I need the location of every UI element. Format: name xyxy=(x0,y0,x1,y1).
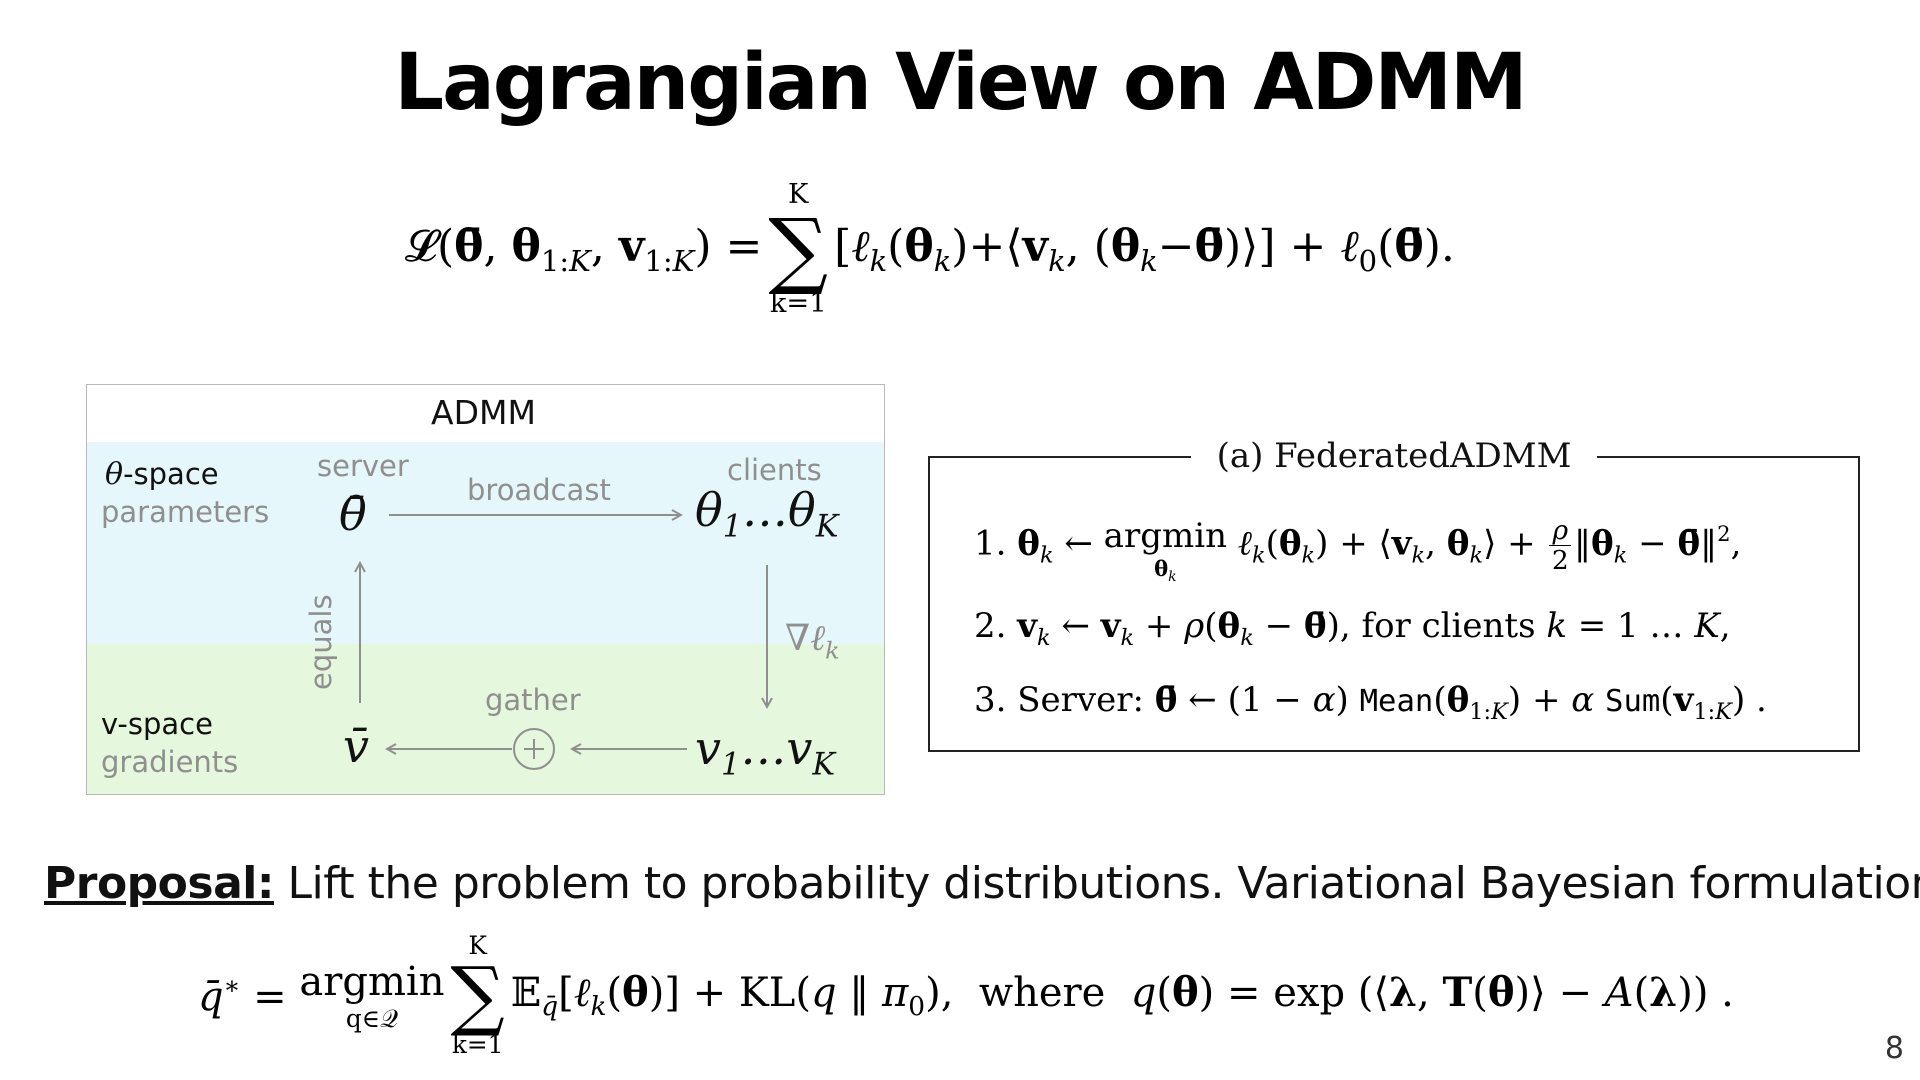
q-star: q̄∗ = xyxy=(198,970,300,1020)
v-space-band xyxy=(87,644,884,794)
variational-rhs: 𝔼q̄[ℓk(θ)] + KL(q ‖ π0), where q(θ) = ex… xyxy=(510,968,1734,1022)
broadcast-label: broadcast xyxy=(467,473,611,507)
page-number: 8 xyxy=(1884,1031,1904,1066)
diagram-arrows xyxy=(87,385,885,770)
proposal-text: Proposal: Lift the problem to probabilit… xyxy=(44,858,1920,909)
proposal-body: Lift the problem to probability distribu… xyxy=(273,858,1920,909)
proposal-lead: Proposal: xyxy=(44,858,274,909)
gradient-symbol: ∇ℓk xyxy=(785,618,840,665)
sum-node-circle xyxy=(513,728,555,770)
lagrangian-lhs: 𝓛(θ̄, θ1:K, v1:K) = xyxy=(405,221,763,279)
sum-operator-bottom: K ∑ k=1 xyxy=(450,931,505,1060)
admm-diagram: ADMM θ-space parameters v-space gradient… xyxy=(86,384,885,795)
server-label: server xyxy=(317,449,409,483)
lagrangian-equation: 𝓛(θ̄, θ1:K, v1:K) = K ∑ k=1 [ℓk(θk)+⟨vk,… xyxy=(405,179,1525,320)
equals-label: equals xyxy=(304,594,338,690)
diagram-title: ADMM xyxy=(431,393,536,432)
v-space-label: v-space xyxy=(101,707,213,741)
clients-label: clients xyxy=(727,453,822,487)
sum-upper-limit: K xyxy=(788,179,809,210)
theta-space-band xyxy=(87,442,884,644)
algorithm-step-2: 2. vk ← vk + ρ(θk − θ̄), for clients k =… xyxy=(974,606,1731,651)
parameters-label: parameters xyxy=(101,495,270,529)
v-clients-symbol: v1…vK xyxy=(695,721,836,783)
variational-equation: q̄∗ = argmin q∈𝒬 K ∑ k=1 𝔼q̄[ℓk(θ)] + KL… xyxy=(198,932,1734,1059)
lagrangian-rhs: [ℓk(θk)+⟨vk, (θk−θ̄)⟩] + ℓ0(θ̄). xyxy=(834,221,1455,279)
v-bar-symbol: v̄ xyxy=(343,719,369,773)
gather-label: gather xyxy=(485,683,581,717)
algorithm-step-3: 3. Server: θ̄ ← (1 − α) Mean(θ1:K) + α S… xyxy=(974,680,1767,725)
theta-bar-symbol: θ̄ xyxy=(339,487,367,541)
theta-space-label: θ-space xyxy=(105,457,219,492)
slide-title: Lagrangian View on ADMM xyxy=(394,38,1527,128)
gradients-label: gradients xyxy=(101,745,239,779)
sum-operator: K ∑ k=1 xyxy=(768,179,829,320)
argmin-operator: argmin q∈𝒬 xyxy=(299,958,445,1033)
algorithm-title: (a) FederatedADMM xyxy=(930,436,1858,476)
sum-lower-limit: k=1 xyxy=(769,288,827,320)
theta-clients-symbol: θ1…θK xyxy=(695,483,839,545)
